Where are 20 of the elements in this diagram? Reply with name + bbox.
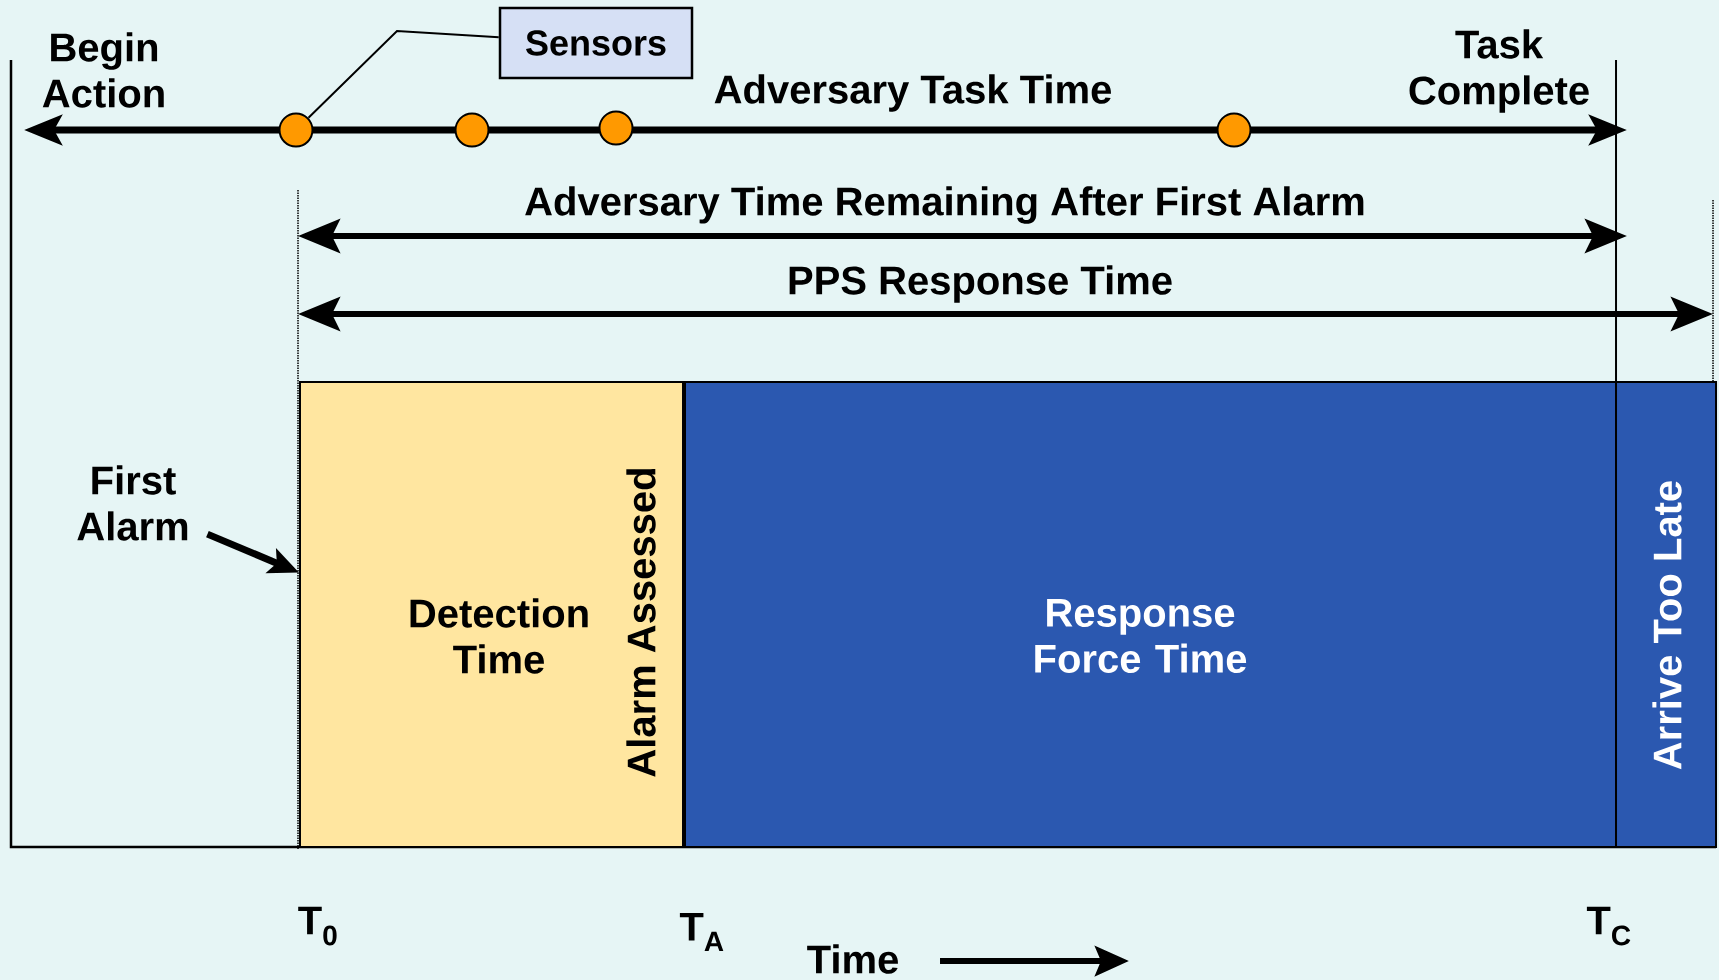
bar-label: Detection Time xyxy=(410,598,588,674)
bar-label: Response Force Time xyxy=(1035,599,1247,673)
axis-label: Time xyxy=(807,944,898,974)
event-label: Task Complete xyxy=(1409,29,1589,113)
annotation-text: First Alarm xyxy=(77,465,188,541)
sensor-dot xyxy=(598,110,634,146)
sensor-dot xyxy=(278,112,314,148)
time-marker-label: T$_{0}$ xyxy=(298,906,337,946)
sensor-dot xyxy=(1216,112,1252,148)
bar-label: Alarm Assessed xyxy=(626,469,656,777)
dimension-label: Adversary Time Remaining After First Alarm xyxy=(525,186,1364,224)
label-box: Sensors xyxy=(498,6,694,80)
bar-label: Arrive Too Late xyxy=(1652,481,1682,770)
axis-label: Adversary Task Time xyxy=(714,74,1111,112)
leader-line xyxy=(307,29,500,119)
dimension-label: PPS Response Time xyxy=(789,265,1172,303)
sensor-dot xyxy=(454,112,490,148)
time-marker-label: T$_{C}$ xyxy=(1586,906,1631,946)
time-marker-label: T$_{A}$ xyxy=(679,912,724,952)
event-label: Begin Action xyxy=(42,32,164,108)
